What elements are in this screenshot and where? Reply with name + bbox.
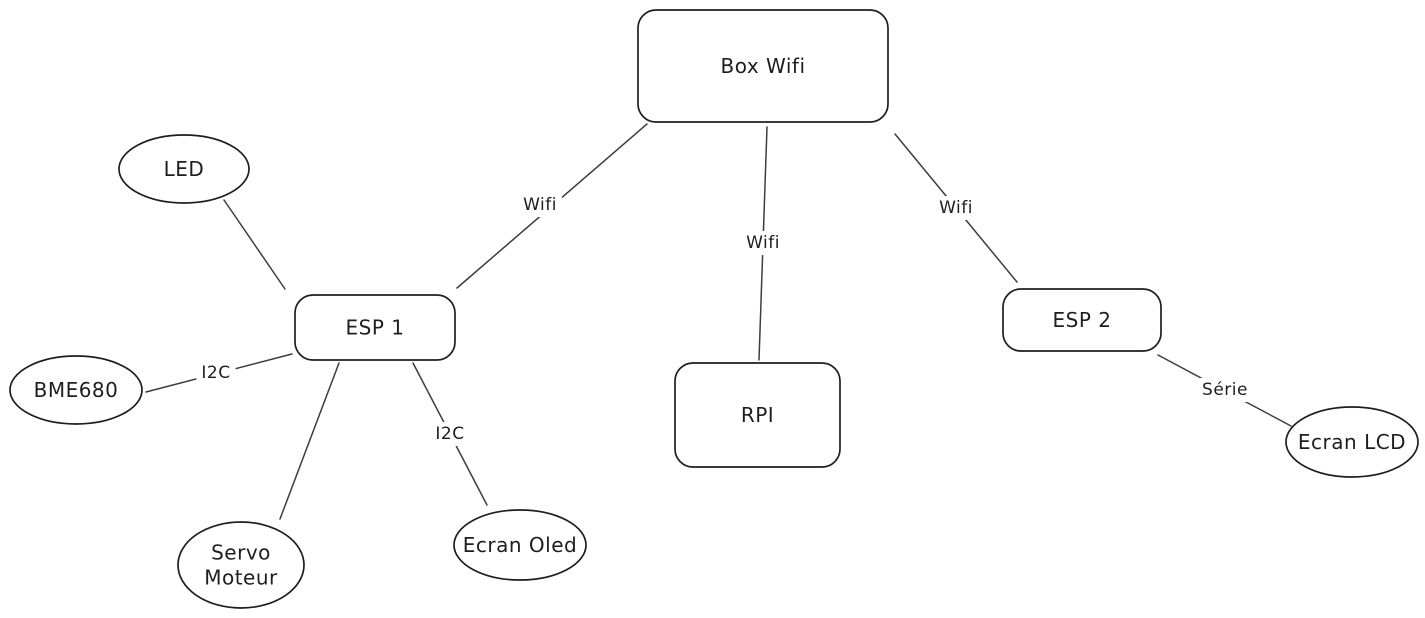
node-bme680: BME680 [9,355,143,425]
node-ecran-lcd: Ecran LCD [1285,406,1419,478]
node-rpi: RPI [674,362,841,468]
node-led: LED [118,134,250,204]
node-box-wifi: Box Wifi [637,9,889,123]
node-shape-esp-1 [294,294,456,361]
edge-label-boxwifi-esp2: Wifi [939,198,973,218]
edge-label-bg-esp2-lcd [1197,378,1253,402]
node-label-esp-2: ESP 2 [1053,308,1112,332]
node-shape-rpi [674,362,841,468]
node-shape-ecran-oled [453,509,587,581]
node-shape-servo-moteur [177,521,305,609]
edge-label-boxwifi-rpi: Wifi [746,233,780,253]
node-ecran-oled: Ecran Oled [453,509,587,581]
node-label-ecran-oled: Ecran Oled [463,533,577,557]
edge-label-bg-esp1-oled [430,422,470,446]
node-shape-ecran-lcd [1285,406,1419,478]
edge-label-esp1-boxwifi: Wifi [523,195,557,215]
edge-label-bg-bme680-esp1 [196,361,236,385]
edge-led-esp1 [223,199,286,290]
edge-label-bme680-esp1: I2C [201,363,230,383]
node-shape-bme680 [9,355,143,425]
node-esp-2: ESP 2 [1002,288,1162,352]
node-label-ecran-lcd: Ecran LCD [1298,430,1406,454]
node-label-bme680: BME680 [34,378,119,402]
edge-label-bg-boxwifi-rpi [741,231,785,255]
edge-label-esp2-lcd: Série [1202,380,1248,400]
node-shape-esp-2 [1002,288,1162,352]
node-shape-box-wifi [637,9,889,123]
node-esp-1: ESP 1 [294,294,456,361]
node-label-box-wifi: Box Wifi [720,54,805,78]
node-label-led: LED [164,157,205,181]
node-shape-led [118,134,250,204]
edge-label-bg-boxwifi-esp2 [934,196,978,220]
node-label-rpi: RPI [741,403,774,427]
edge-label-esp1-oled: I2C [435,424,464,444]
edge-esp1-servo [279,362,340,520]
node-label-esp-1: ESP 1 [346,316,405,340]
edge-label-bg-esp1-boxwifi [518,193,562,217]
